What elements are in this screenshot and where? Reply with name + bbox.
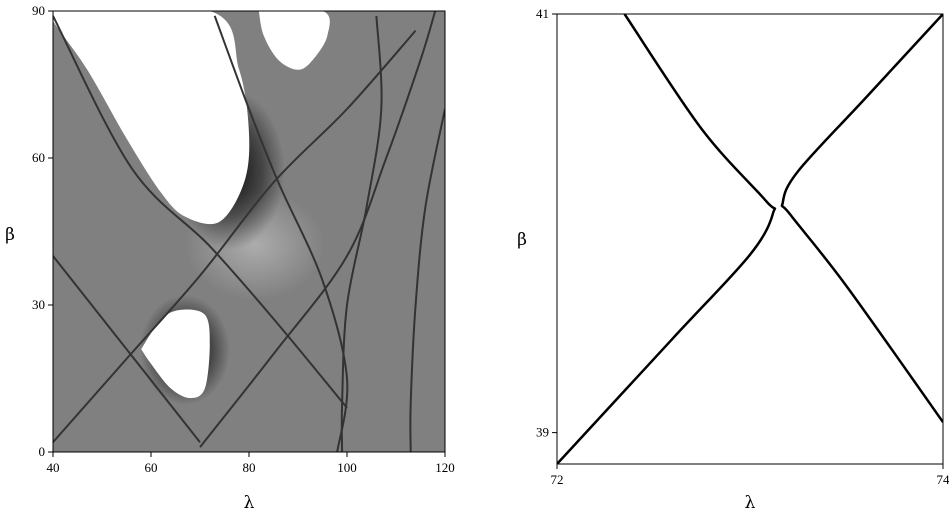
curve-line	[53, 255, 201, 443]
left-x-ticks: 40 60 80 100 120	[47, 452, 455, 475]
white-region	[141, 309, 210, 399]
series-line	[557, 14, 777, 464]
y-tick-label: 30	[32, 297, 45, 312]
left-y-ticks: 0 30 60 90	[32, 3, 53, 459]
x-tick-label: 72	[551, 472, 564, 487]
curves-left	[53, 11, 445, 452]
right-y-ticks: 39 41	[536, 6, 557, 440]
y-tick-label: 60	[32, 150, 45, 165]
x-tick-label: 80	[243, 460, 256, 475]
left-y-axis-label: β	[5, 225, 15, 245]
y-tick-label: 41	[536, 6, 549, 21]
x-tick-label: 60	[145, 460, 158, 475]
right-y-axis-label: β	[517, 230, 527, 250]
right-x-ticks: 72 74	[551, 464, 949, 487]
curve-line	[53, 29, 417, 443]
x-tick-label: 74	[937, 472, 949, 487]
x-tick-label: 120	[435, 460, 455, 475]
curves-right	[557, 14, 943, 464]
white-region	[258, 11, 330, 70]
curve-line	[409, 108, 445, 452]
series-line	[780, 14, 943, 423]
x-tick-label: 40	[47, 460, 60, 475]
white-region	[53, 11, 250, 225]
x-tick-label: 100	[337, 460, 357, 475]
y-tick-label: 0	[39, 444, 46, 459]
right-plot-frame	[556, 13, 944, 465]
right-chart-panel: 72 74 39 41 λ β	[517, 6, 949, 513]
curve-line	[53, 15, 348, 409]
curve-line	[213, 15, 349, 452]
curve-line	[340, 15, 383, 452]
white-regions	[53, 11, 330, 399]
y-tick-label: 39	[536, 425, 549, 440]
right-x-axis-label: λ	[745, 493, 756, 513]
y-tick-label: 90	[32, 3, 45, 18]
left-chart-panel: 40 60 80 100 120 0 30 60 90 λ β	[5, 3, 455, 513]
left-x-axis-label: λ	[244, 493, 255, 513]
